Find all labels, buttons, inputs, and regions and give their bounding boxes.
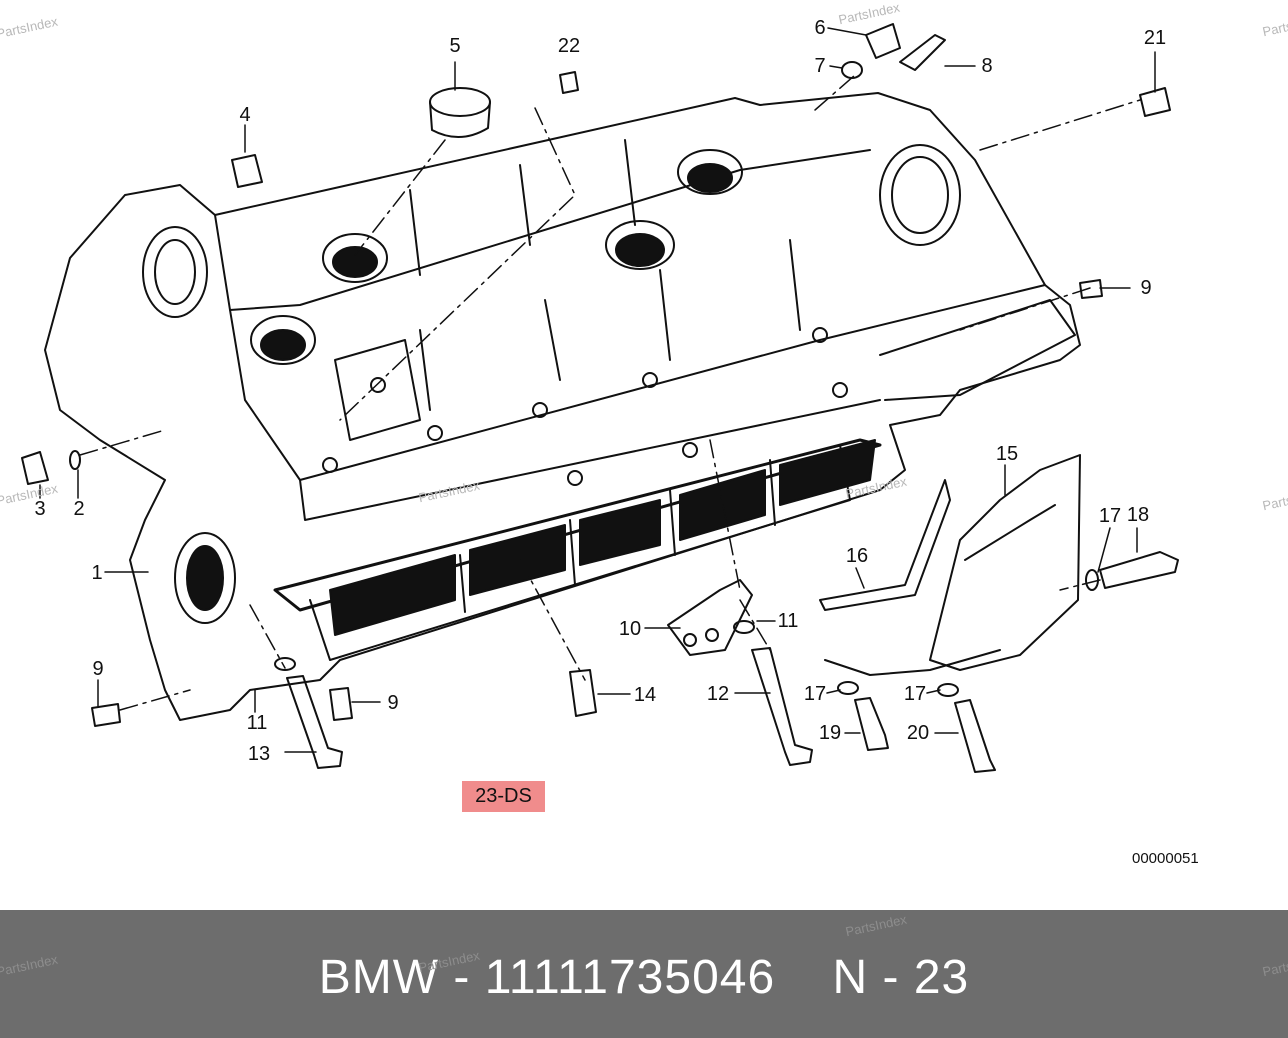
callout-17-left: 17 [803,683,827,705]
callout-2: 2 [73,498,85,520]
callout-4: 4 [239,104,251,126]
callout-11-left: 11 [246,712,268,734]
footer-caption: BMW - 11111735046 N - 23 [0,950,1288,1005]
callout-9-center: 9 [387,692,399,714]
callout-22: 22 [557,35,581,57]
callout-6: 6 [814,17,826,39]
callout-1: 1 [91,562,103,584]
callout-8: 8 [981,55,993,77]
callout-13: 13 [247,743,271,765]
callout-19: 19 [818,722,842,744]
callout-10: 10 [618,618,642,640]
callout-7: 7 [814,55,826,77]
part-number: 11111735046 [484,951,776,1004]
callout-16: 16 [845,545,869,567]
footer-bar: BMW - 11111735046 N - 23 PartsIndex Part… [0,910,1288,1038]
callout-5: 5 [449,35,461,57]
section-code: N - 23 [832,951,970,1004]
callout-3: 3 [34,498,46,520]
callout-21: 21 [1143,27,1167,49]
drawing-number: 00000051 [1132,850,1199,867]
callout-18: 18 [1126,504,1150,526]
callout-9-right: 9 [1140,277,1152,299]
brand-name: BMW [318,951,440,1004]
callout-11-right: 11 [777,610,799,632]
callout-20: 20 [906,722,930,744]
diagram-reference-chip[interactable]: 23-DS [462,781,545,812]
watermark: PartsIndex [844,911,909,940]
callout-14: 14 [633,684,657,706]
callout-17-right: 17 [903,683,927,705]
parts-diagram: 1 2 3 4 5 6 7 8 9 9 9 9 10 11 11 12 13 1… [0,0,1288,867]
callout-9-left: 9 [92,658,104,680]
caption-separator: - [439,951,485,1004]
engine-block-exploded-view [21,23,1179,773]
callout-12: 12 [706,683,730,705]
callout-15: 15 [995,443,1019,465]
callout-17-top: 17 [1098,505,1122,527]
